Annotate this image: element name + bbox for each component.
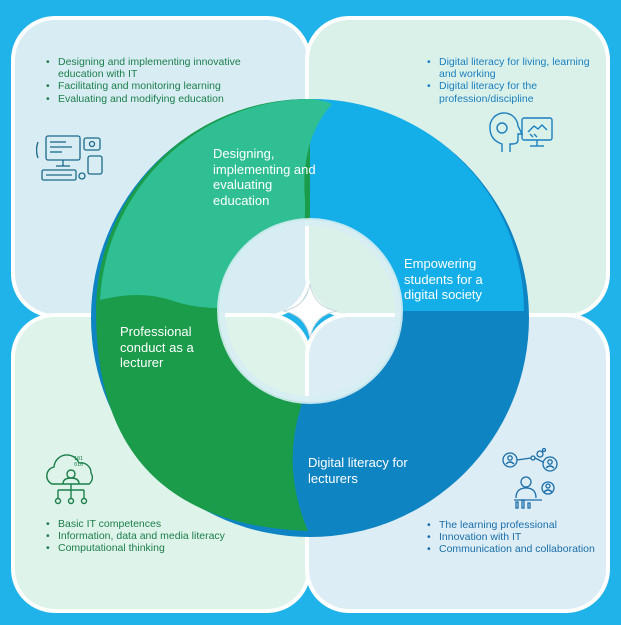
head-handshake-icon	[489, 112, 553, 152]
list-item: Digital literacy for the profession/disc…	[427, 80, 597, 104]
list-item: Information, data and media literacy	[46, 530, 276, 542]
list-item: Digital literacy for living, learning an…	[427, 56, 597, 80]
svg-text:010: 010	[74, 462, 83, 468]
svg-text:101: 101	[74, 456, 83, 462]
label-design: Designing, implementing and evaluating e…	[213, 146, 316, 208]
list-item: Designing and implementing innovative ed…	[46, 56, 276, 80]
center-star	[282, 283, 338, 339]
list-item: Basic IT competences	[46, 518, 276, 530]
network-people-icon	[502, 447, 558, 509]
list-top-right: Digital literacy for living, learning an…	[427, 56, 597, 105]
label-conduct: Professional conduct as a lecturer	[120, 324, 194, 370]
list-item: Communication and collaboration	[427, 543, 597, 555]
inner-ring	[217, 218, 403, 404]
label-empower: Empowering students for a digital societ…	[404, 256, 483, 302]
label-literacy: Digital literacy for lecturers	[308, 455, 408, 486]
list-item: Facilitating and monitoring learning	[46, 80, 276, 92]
segment-design	[100, 99, 332, 308]
list-item: Evaluating and modifying education	[46, 93, 276, 105]
list-bottom-left: Basic IT competences Information, data a…	[46, 518, 276, 555]
list-bottom-right: The learning professional Innovation wit…	[427, 519, 597, 556]
cloud-user-binary-icon: 101 010	[46, 454, 94, 505]
list-item: The learning professional	[427, 519, 597, 531]
computer-devices-icon	[36, 135, 103, 181]
list-top-left: Designing and implementing innovative ed…	[46, 56, 276, 105]
segment-empower	[296, 98, 524, 311]
list-item: Innovation with IT	[427, 531, 597, 543]
list-item: Computational thinking	[46, 542, 276, 554]
